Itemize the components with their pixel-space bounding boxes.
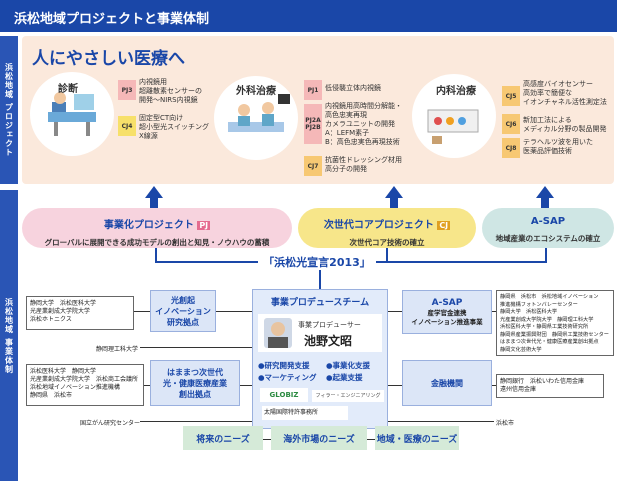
internal-desc-1: 高感度バイオセンサー 高効率で簡便な イオンチャネル活性測定法 <box>523 80 607 106</box>
diagnosis-tag-1: PJ3 <box>118 80 136 100</box>
pillar-asap-title: A-SAP <box>530 216 566 227</box>
pillar-asap: A-SAP 地域産業のエコシステムの確立 <box>482 208 614 248</box>
diagnosis-circle <box>30 72 114 156</box>
person-icon <box>268 322 288 348</box>
diagnosis-title: 診断 <box>58 84 78 95</box>
surgery-title: 外科治療 <box>236 86 276 97</box>
connector <box>144 385 150 386</box>
pillar-pj-title: 事業化プロジェクト <box>103 220 194 231</box>
arrow-up-icon <box>145 186 163 198</box>
connector <box>492 385 496 386</box>
connector <box>545 248 547 262</box>
surgery-tag-2: PJ2A PJ2B <box>304 104 322 144</box>
producer-function-4: ●起業支援 <box>326 373 363 382</box>
hub-box-1: 光創起 イノベーション 研究拠点 <box>150 290 216 332</box>
internal-tag-1: CJ5 <box>502 86 520 106</box>
pillar-pj: 事業化プロジェクト PJ グローバルに展開できる成功モデルの創出と知見・ノウハウ… <box>22 208 292 248</box>
connector <box>386 248 388 262</box>
producer-team-box <box>252 289 388 429</box>
pillar-cj: 次世代コアプロジェクト CJ 次世代コア技術の確立 <box>298 208 476 248</box>
declaration: 「浜松光宣言2013」 <box>258 254 376 270</box>
logo-taiyo: 太陽国際特許事務所 <box>262 406 348 420</box>
right-label: 浜松市 <box>496 420 515 427</box>
diagnosis-desc-1: 内視鏡用 超離散素センサーの 開発～NIRS内視鏡 <box>139 78 202 104</box>
producer-role: 事業プロデューサー <box>298 321 361 329</box>
title-bar <box>0 0 617 32</box>
needs-regional: 地域・医療のニーズ <box>375 426 459 450</box>
side-label-structure: 浜松地域 事業体制 <box>0 190 18 481</box>
needs-future: 将来のニーズ <box>183 426 263 450</box>
left-label-1: 静岡理工科大学 <box>96 346 139 353</box>
internal-desc-3: テラヘルツ波を用いた 医薬品評価技術 <box>523 138 593 155</box>
asap-box-subtitle: 産学官金連携 イノベーション推進事業 <box>411 308 483 326</box>
surgery-circle <box>214 76 298 160</box>
arrow-up-icon <box>390 198 398 210</box>
pillar-asap-subtitle: 地域産業のエコシステムの確立 <box>495 234 601 243</box>
pillar-pj-subtitle: グローバルに展開できる成功モデルの創出と知見・ノウハウの蓄積 <box>44 238 270 247</box>
page-title: 浜松地域プロジェクトと事業体制 <box>14 12 210 27</box>
surgery-tag-3: CJ7 <box>304 156 322 176</box>
connector <box>140 347 252 348</box>
surgery-desc-1: 低侵襲立体内視鏡 <box>325 84 381 92</box>
diagnosis-tag-2: CJ4 <box>118 116 136 136</box>
producer-name: 池野文昭 <box>304 334 353 348</box>
arrow-up-icon <box>385 186 403 198</box>
finance-box: 金融機関 <box>402 360 492 406</box>
internal-tag-2: CJ6 <box>502 114 520 134</box>
arrow-up-icon <box>150 198 158 210</box>
left-box-2: 浜松医科大学 静岡大学 光産業創成大学院大学 浜松商工会議所 浜松地域イノベーシ… <box>26 364 144 406</box>
diagnosis-illustration <box>48 92 96 136</box>
connector <box>155 248 157 262</box>
surgery-tag-1: PJ1 <box>304 80 322 100</box>
right-box-1: 静岡県 浜松市 浜松地域イノベーション 推進機構フォトンバレーセンター 静岡大学… <box>496 290 614 356</box>
logo-filler: フィラー・エンジニアリング <box>312 390 384 402</box>
internal-tag-3: CJ8 <box>502 138 520 158</box>
producer-function-1: ●研究開発支援 <box>258 361 310 370</box>
diagnosis-desc-2: 固定型CT向け 超小型光スイッチング X線源 <box>139 114 209 140</box>
producer-function-3: ●マーケティング <box>258 373 317 382</box>
internal-desc-2: 新加工法による メディカル分野の製品開発 <box>523 116 607 133</box>
pillar-pj-badge: PJ <box>197 221 211 230</box>
surgery-desc-2: 内視鏡用高時間分解能・ 高色忠実再現 カメラユニットの開発 A：LEFM素子 B… <box>325 102 402 146</box>
arrow-up-icon <box>541 198 549 210</box>
hub-box-2: はままつ次世代 光・健康医療産業 創出拠点 <box>150 360 240 406</box>
internal-circle <box>412 74 496 158</box>
arrow-up-icon <box>536 186 554 198</box>
surgery-desc-3: 抗菌性ドレッシング材用 高分子の開発 <box>325 156 402 173</box>
connector <box>388 385 402 386</box>
connector <box>492 311 496 312</box>
logo-globiz: GLOBIZ <box>260 388 308 402</box>
asap-box-title: A-SAP <box>431 297 463 308</box>
producer-function-2: ●事業化支援 <box>326 361 371 370</box>
project-heading: 人にやさしい医療へ <box>32 49 185 69</box>
left-box-1: 静岡大学 浜松医科大学 光産業創成大学院大学 浜松ホトニクス <box>26 296 134 330</box>
right-box-2: 静岡銀行 浜松いわた信用金庫 遠州信用金庫 <box>496 374 604 398</box>
internal-illustration <box>427 109 479 144</box>
side-label-project: 浜松地域 プロジェクト <box>0 36 18 184</box>
internal-title: 内科治療 <box>436 86 476 97</box>
connector <box>240 385 252 386</box>
needs-overseas: 海外市場のニーズ <box>271 426 367 450</box>
producer-team-title: 事業プロデュースチーム <box>270 298 370 308</box>
pillar-cj-subtitle: 次世代コア技術の確立 <box>349 238 425 247</box>
asap-box: A-SAP 産学官金連携 イノベーション推進事業 <box>402 290 492 334</box>
connector <box>140 421 252 422</box>
left-label-2: 国立がん研究センター <box>80 420 141 427</box>
connector <box>216 311 252 312</box>
connector <box>388 421 494 422</box>
connector <box>388 311 402 312</box>
producer-avatar <box>264 318 292 348</box>
surgery-illustration <box>228 94 290 132</box>
connector <box>319 270 321 290</box>
pillar-cj-title: 次世代コアプロジェクト <box>323 220 434 231</box>
connector <box>134 311 150 312</box>
pillar-cj-badge: CJ <box>437 221 451 230</box>
